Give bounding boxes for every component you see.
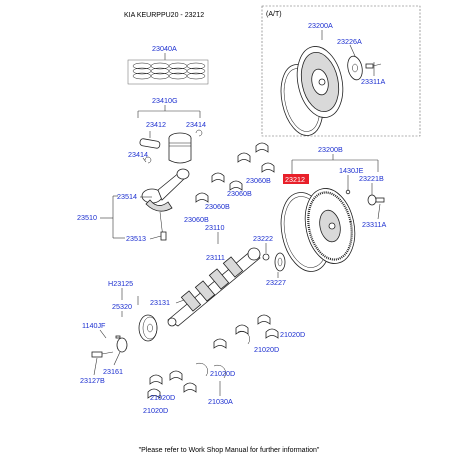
label-21020D-a[interactable]: 21020D [280, 330, 305, 339]
label-23311A-top[interactable]: 23311A [361, 77, 385, 86]
label-23127B[interactable]: 23127B [80, 376, 105, 385]
main-bearing-lower[interactable] [147, 370, 197, 399]
label-23161[interactable]: 23161 [103, 367, 123, 376]
conrod-bearing-lower[interactable] [195, 172, 243, 203]
drive-plate-adapter[interactable] [346, 55, 365, 81]
label-23414-right[interactable]: 23414 [186, 120, 206, 129]
label-23513[interactable]: 23513 [126, 234, 146, 243]
label-23200B[interactable]: 23200B [318, 145, 343, 154]
label-23510[interactable]: 23510 [77, 213, 97, 222]
label-23060B-a[interactable]: 23060B [246, 176, 271, 185]
label-23200A[interactable]: 23200A [308, 21, 333, 30]
label-H23125[interactable]: H23125 [108, 279, 133, 288]
piston-ring-set[interactable] [132, 62, 206, 80]
label-23221B[interactable]: 23221B [359, 174, 384, 183]
label-21030A[interactable]: 21030A [208, 397, 233, 406]
flywheel-dowel-pin[interactable] [345, 189, 351, 195]
pulley-bolt[interactable] [91, 351, 114, 358]
piston-pin[interactable] [139, 138, 161, 149]
label-23131[interactable]: 23131 [150, 298, 170, 307]
label-23212-highlighted[interactable]: 23212 [285, 175, 305, 184]
label-23410G[interactable]: 23410G [152, 96, 178, 105]
crankshaft[interactable] [167, 247, 261, 327]
label-23040A[interactable]: 23040A [152, 44, 177, 53]
piston[interactable] [168, 132, 192, 164]
label-23060B-d[interactable]: 23060B [184, 215, 209, 224]
label-23222[interactable]: 23222 [253, 234, 273, 243]
label-23060B-b[interactable]: 23060B [227, 189, 252, 198]
main-bearing-upper[interactable] [213, 314, 279, 349]
pulley-washer[interactable] [116, 337, 128, 353]
label-23414-left[interactable]: 23414 [128, 150, 148, 159]
connecting-rod[interactable] [141, 168, 190, 241]
pulley-key[interactable] [115, 335, 121, 339]
at-group-box [261, 5, 421, 137]
label-23311A-mid[interactable]: 23311A [362, 220, 386, 229]
crankshaft-pulley[interactable] [138, 314, 158, 342]
conrod-bearing-upper[interactable] [237, 142, 275, 173]
label-25320[interactable]: 25320 [112, 302, 132, 311]
label-23111[interactable]: 23111 [206, 253, 225, 262]
label-21020D-c[interactable]: 21020D [210, 369, 235, 378]
label-1430JE[interactable]: 1430JE [339, 166, 364, 175]
pilot-bushing[interactable] [262, 253, 270, 261]
highlight-23212-bg[interactable] [283, 174, 309, 184]
flywheel-bolt[interactable] [367, 194, 385, 206]
label-23060B-c[interactable]: 23060B [205, 202, 230, 211]
footer-note: "Please refer to Work Shop Manual for fu… [139, 447, 320, 454]
label-23412[interactable]: 23412 [146, 120, 166, 129]
flywheel[interactable] [299, 184, 362, 268]
diagram-title: KIA KEURPPU20 - 23212 [124, 12, 204, 19]
label-1140JF[interactable]: 1140JF [82, 321, 106, 330]
label-21020D-d[interactable]: 21020D [150, 393, 175, 402]
label-23110[interactable]: 23110 [205, 223, 224, 232]
label-23226A[interactable]: 23226A [337, 37, 362, 46]
at-group-label: (A/T) [266, 11, 282, 18]
drive-plate-bolt-top[interactable] [365, 63, 382, 69]
drive-plate-assembly[interactable] [275, 42, 349, 139]
label-23514[interactable]: 23514 [117, 192, 137, 201]
snap-ring[interactable] [144, 129, 203, 164]
piston-ring-set-box [127, 59, 209, 85]
label-21020D-e[interactable]: 21020D [143, 406, 168, 415]
thrust-washer[interactable] [195, 330, 250, 379]
crankshaft-spacer[interactable] [274, 252, 286, 272]
label-23227[interactable]: 23227 [266, 278, 286, 287]
label-21020D-b[interactable]: 21020D [254, 345, 279, 354]
